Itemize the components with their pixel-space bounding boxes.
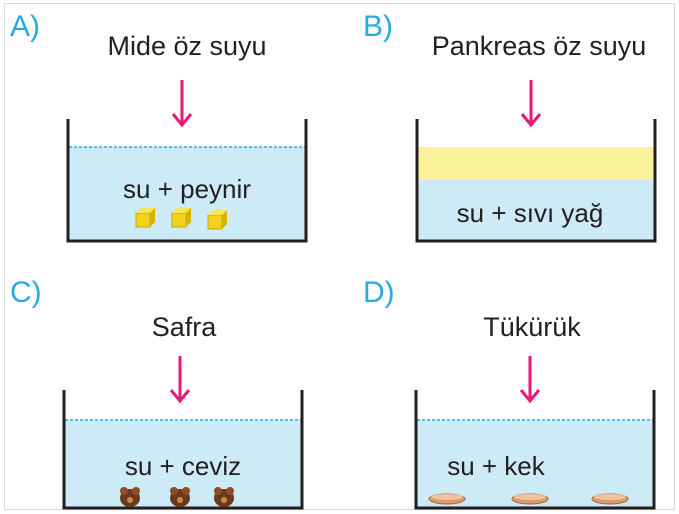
panel-a-title: Mide öz suyu	[107, 31, 267, 61]
panel-d-letter: D)	[363, 276, 395, 309]
panel-d-content-label: su + kek	[447, 451, 545, 481]
down-arrow-icon	[169, 356, 191, 404]
panel-c-title: Safra	[151, 312, 217, 342]
oil-layer-icon	[418, 147, 654, 180]
walnut-icon	[120, 487, 140, 507]
panel-c-content-label: su + ceviz	[124, 451, 242, 481]
cake-slice-icon	[511, 493, 549, 505]
panel-b-content-label: su + sıvı yağ	[456, 198, 604, 228]
down-arrow-icon	[520, 80, 542, 128]
cheese-cube-icon	[207, 210, 227, 230]
beaker	[66, 119, 308, 243]
beaker	[414, 390, 656, 510]
walnut-icon	[214, 487, 234, 507]
cake-slice-icon	[428, 493, 466, 505]
beaker	[415, 119, 657, 243]
cake-slice-icon	[591, 493, 629, 505]
cheese-cube-icon	[171, 208, 191, 228]
cheese-cube-icon	[135, 208, 155, 228]
panel-c-letter: C)	[10, 276, 42, 309]
panel-b-title: Pankreas öz suyu	[431, 31, 647, 61]
panel-b-letter: B)	[363, 10, 393, 43]
beaker	[62, 390, 304, 510]
down-arrow-icon	[171, 80, 193, 128]
panel-a-letter: A)	[10, 10, 40, 43]
panel-d-title: Tükürük	[483, 312, 581, 342]
down-arrow-icon	[519, 356, 541, 404]
walnut-icon	[170, 487, 190, 507]
figure-frame	[4, 3, 675, 510]
panel-a-content-label: su + peynir	[123, 174, 251, 204]
